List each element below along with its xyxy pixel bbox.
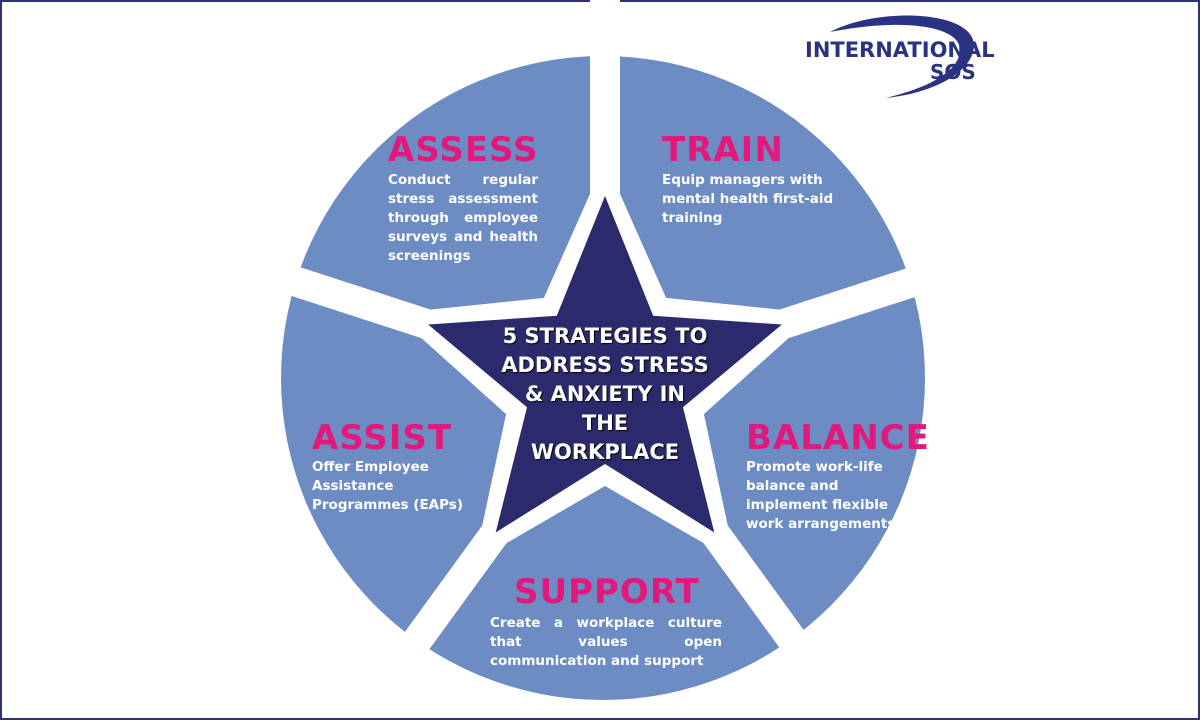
train-title: TRAIN [662, 130, 784, 170]
support-description: Create a workplace culture that values o… [490, 615, 722, 669]
international-sos-logo: INTERNATIONAL SOS [790, 10, 995, 100]
assist-description: Offer Employee Assistance Programmes (EA… [312, 459, 463, 513]
center-title-line: & ANXIETY IN [524, 382, 686, 406]
balance-title: BALANCE [746, 418, 930, 458]
train-description: Equip managers with mental health first-… [662, 172, 834, 226]
center-title-line: ADDRESS STRESS [501, 353, 709, 377]
center-title-line: WORKPLACE [530, 440, 680, 464]
support-title: SUPPORT [514, 572, 700, 612]
balance-description: Promote work-life balance and implement … [746, 459, 896, 532]
center-title-line: 5 STRATEGIES TO [502, 324, 708, 348]
logo-text-sos: SOS [930, 60, 976, 84]
center-title-line: THE [581, 411, 629, 435]
center-title: 5 STRATEGIES TO ADDRESS STRESS & ANXIETY… [470, 322, 740, 467]
logo-text-international: INTERNATIONAL [805, 38, 995, 62]
assess-title: ASSESS [388, 130, 539, 170]
assess-description: Conduct regular stress assessment throug… [388, 172, 538, 264]
center-star [428, 196, 782, 533]
assist-title: ASSIST [312, 418, 453, 458]
